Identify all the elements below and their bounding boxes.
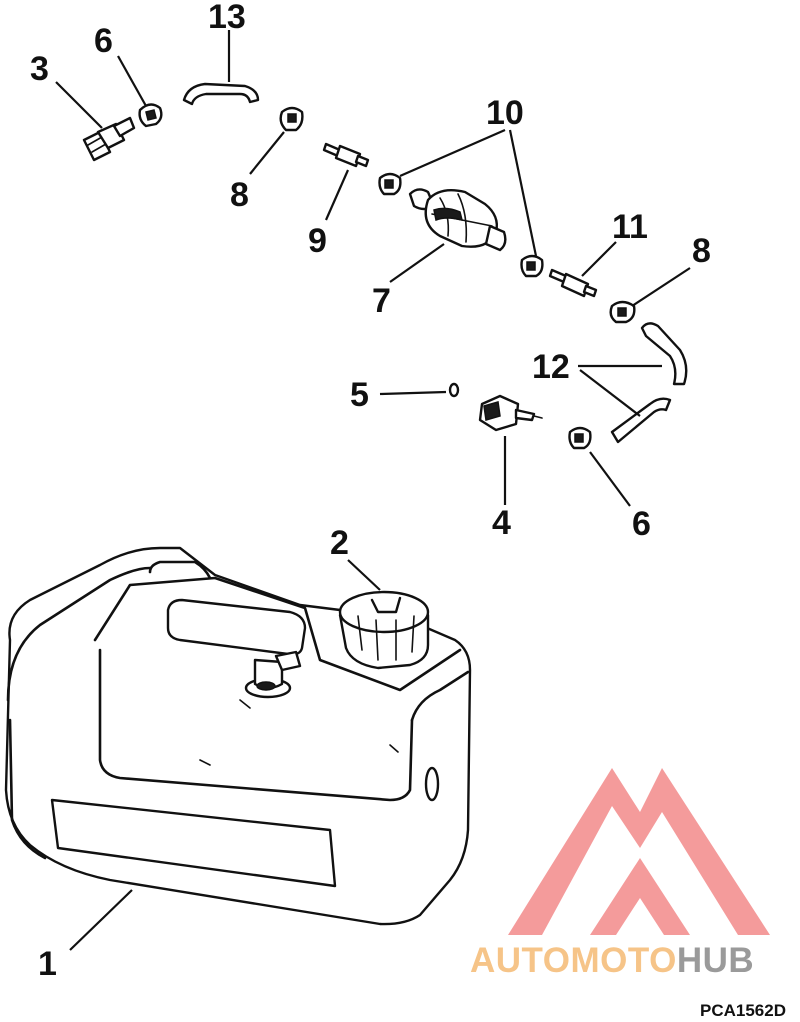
- tank-top-edge: [6, 566, 152, 702]
- cap-ridges: [357, 615, 415, 661]
- figure-code: PCA1562D: [700, 1001, 786, 1020]
- clamp-ear: [526, 261, 536, 271]
- callout-8b: 8: [692, 232, 711, 270]
- hose-12-upper: [640, 322, 688, 386]
- watermark-text-hub: HUB: [677, 941, 754, 980]
- hose-clamp: [138, 103, 163, 128]
- fuel-hose-long: [610, 322, 688, 444]
- leader-11: [581, 241, 617, 277]
- hose-clamp: [378, 172, 402, 196]
- callout-10: 10: [486, 94, 524, 132]
- hose-clamp: [609, 300, 636, 324]
- tank-side-edge: [410, 670, 470, 722]
- leader-10-right: [508, 129, 538, 257]
- clamp-ear: [574, 433, 584, 443]
- hose-13-body: [182, 82, 260, 106]
- fuel-cap: [338, 590, 430, 670]
- leader-12-lower: [579, 369, 641, 417]
- callout-2: 2: [330, 524, 349, 562]
- leader-2: [347, 559, 381, 591]
- leader-3: [55, 81, 103, 129]
- leader-8a: [249, 131, 285, 175]
- tank-connector: [478, 394, 543, 432]
- tank-front-crease: [98, 648, 414, 802]
- callout-4: 4: [492, 504, 511, 542]
- connector-4-nozzle: [514, 408, 536, 422]
- callout-11: 11: [612, 208, 648, 246]
- clamp-ear: [384, 179, 394, 189]
- tank-top-rim: [93, 576, 462, 692]
- connector-9-body: [334, 144, 362, 168]
- watermark-text: AUTOMOTOHUB: [470, 941, 754, 980]
- tank-shading-1: [199, 699, 399, 766]
- automotohub-logo-icon: [508, 768, 770, 935]
- callout-7: 7: [372, 282, 391, 320]
- connector-4-pin: [533, 415, 543, 419]
- callout-1: 1: [38, 945, 57, 983]
- leader-8b: [631, 267, 691, 307]
- leader-5: [379, 390, 447, 396]
- watermark-text-automoto: AUTOMOTO: [470, 941, 677, 980]
- fitting-nipple: [112, 116, 136, 138]
- cap-notch: [370, 596, 402, 614]
- callout-numbers: 1 2 3 4 5 6 6 7 8 8 9 10 11 12 13: [30, 0, 711, 983]
- callout-9: 9: [308, 222, 327, 260]
- callout-6a: 6: [94, 22, 113, 60]
- connector-11-tip: [582, 284, 598, 298]
- connector-4-face: [483, 401, 501, 421]
- callout-5: 5: [350, 376, 369, 414]
- leader-7: [389, 243, 445, 283]
- leader-10-left: [399, 128, 506, 178]
- fitting-thread-lines: [87, 136, 107, 153]
- callout-6b: 6: [632, 505, 651, 543]
- callout-13: 13: [208, 0, 246, 36]
- leader-9: [324, 169, 350, 221]
- tank-outlet-fitting: [82, 116, 136, 162]
- clamp-ear: [617, 307, 627, 317]
- clamp-ear: [145, 109, 157, 121]
- tank-label-panel: [50, 798, 337, 888]
- tank-handle-slot: [166, 598, 307, 656]
- leader-6a: [117, 55, 147, 107]
- callout-12: 12: [532, 348, 570, 386]
- hose-clamp: [279, 106, 304, 132]
- hose-clamp: [568, 426, 592, 450]
- callout-3: 3: [30, 50, 49, 88]
- callout-8a: 8: [230, 176, 249, 214]
- bulb-band: [433, 207, 464, 222]
- hose-connector: [322, 142, 370, 168]
- leader-1: [69, 889, 133, 951]
- callout-leaders: [55, 30, 691, 951]
- logo-triangle-mark: [508, 768, 770, 935]
- connector-11-body: [560, 272, 590, 298]
- fuel-hose-short: [182, 82, 260, 106]
- connector-9-tip: [354, 154, 370, 168]
- o-ring: [448, 382, 460, 398]
- tank-edge-left: [8, 718, 47, 860]
- bulb-outlet: [484, 224, 507, 252]
- tank-handle-outer: [148, 560, 212, 580]
- leader-6b: [589, 451, 631, 507]
- tank-fitting-hole: [256, 681, 276, 691]
- hose-clamp: [520, 254, 544, 278]
- tank-side-vent: [424, 766, 440, 802]
- hose-12-lower: [610, 397, 672, 444]
- primer-bulb: [408, 188, 507, 252]
- hose-connector: [548, 268, 598, 298]
- tank-fitting-spout: [274, 650, 302, 672]
- clamp-ear: [287, 113, 297, 123]
